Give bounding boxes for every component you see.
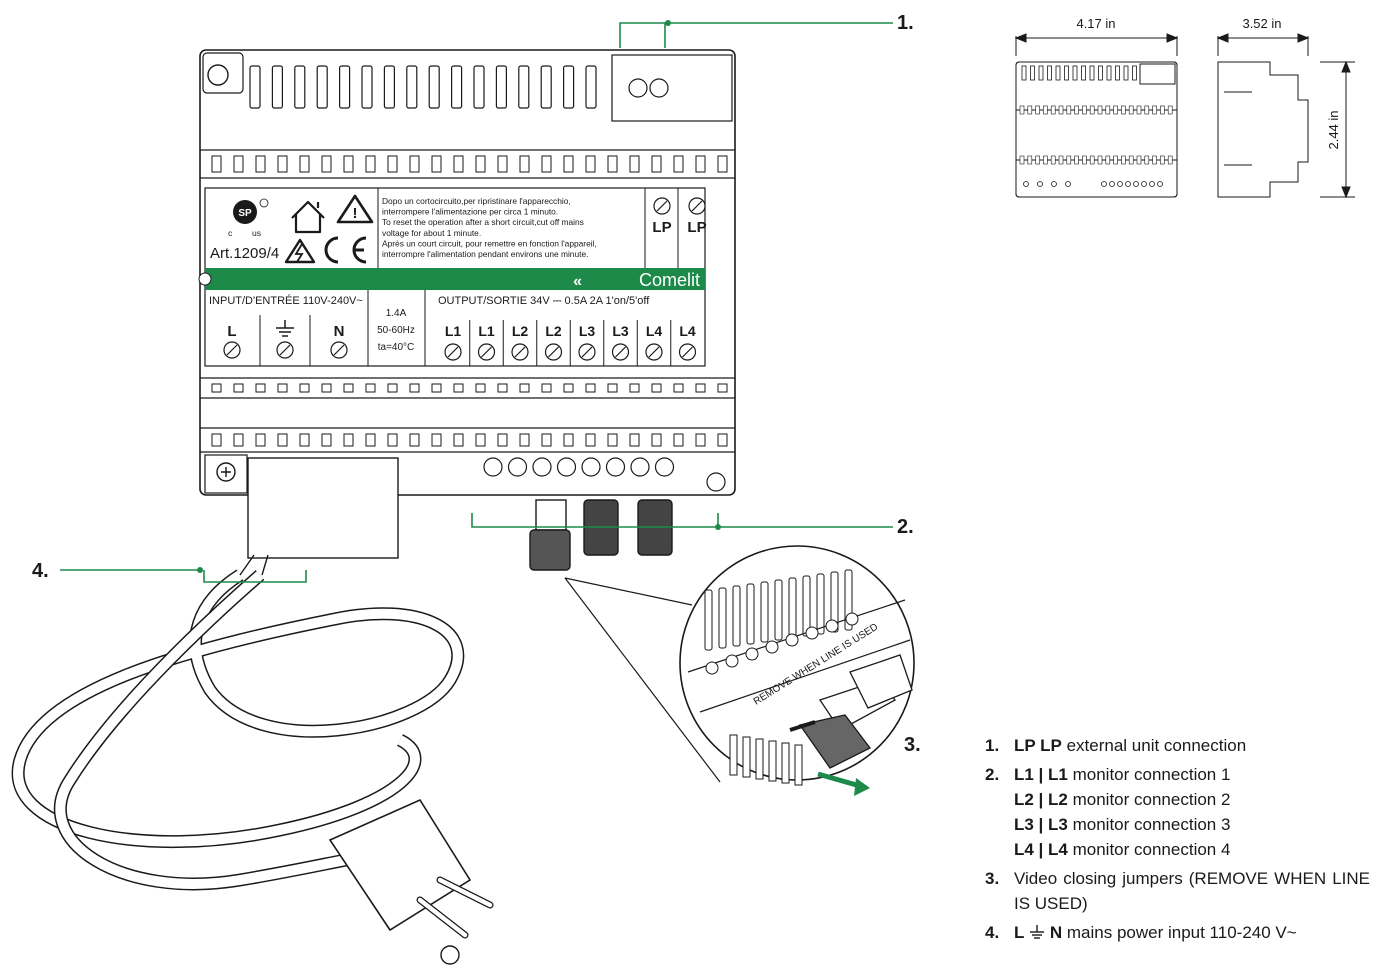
cert-c-text: c [228,228,233,238]
lp-screw-1 [653,197,671,215]
warning-icon [336,194,374,224]
svg-text:interrompere l'alimentazione p: interrompere l'alimentazione per circa 1… [382,207,558,217]
brand-logo-icon: « [573,273,582,290]
output-terminal-label: L1 [478,323,495,339]
legend-number: 1. [985,736,1000,755]
callout-2: 2. [897,516,914,538]
output-screw [477,343,496,361]
legend-text: monitor connection 1 [1067,765,1231,784]
legend-item-4: 4. L N mains power input 110-240 V~ [985,920,1370,945]
input-terminal-n: N [334,323,345,340]
legend-text: monitor connection 4 [1067,840,1231,859]
lp-screw-2 [688,197,706,215]
legend-text: monitor connection 3 [1067,815,1231,834]
callout-3: 3. [904,734,921,756]
callout-1: 1. [897,12,914,34]
output-terminal-label: L4 [679,323,696,339]
output-terminal-label: L3 [579,323,596,339]
lp-terminal-label-1: LP [652,219,671,236]
input-terminal-l: L [227,323,236,340]
svg-text:To reset the operation after a: To reset the operation after a short cir… [382,217,584,227]
legend: 1. LP LP external unit connection 2. L1 … [985,733,1370,949]
spec-current: 1.4A [386,308,407,319]
output-terminal-label: L3 [612,323,629,339]
ground-icon [276,320,294,337]
output-screw [611,343,630,361]
legend-bold: L4 | L4 [1014,840,1068,859]
legend-number: 4. [985,923,1000,942]
output-screw [645,343,663,361]
ce-mark-icon [324,236,367,264]
depth-dimension: 3.52 in [1242,16,1281,31]
svg-text:Dopo un cortocircuito,per ripr: Dopo un cortocircuito,per ripristinare l… [382,196,571,206]
din-rail-ribs [200,149,735,453]
spec-temperature: ta=40°C [378,342,415,353]
input-screw-l [223,341,241,359]
front-view-vents [1019,65,1173,187]
legend-text: Video closing jumpers (REMOVE WHEN LINE … [1014,869,1370,913]
output-terminal-label: L4 [646,323,663,339]
svg-text:voltage for about 1 minute.: voltage for about 1 minute. [382,228,481,238]
svg-text:SP: SP [238,208,252,219]
output-screw [544,343,563,361]
jumpers [529,499,673,571]
indoor-use-icon [291,200,325,234]
legend-item-2: 2. L1 | L1 monitor connection 1 L2 | L2 … [985,762,1370,862]
output-label: OUTPUT/SORTIE 34V ⎓ 0.5A 2A 1'on/5'off [438,295,650,307]
lp-terminal-label-2: LP [687,219,706,236]
power-plug [328,798,494,965]
spec-frequency: 50-60Hz [377,325,415,336]
input-label: INPUT/D'ENTRÉE 110V-240V~ [209,294,363,307]
legend-text: mains power input 110-240 V~ [1066,923,1297,942]
legend-bold: L2 | L2 [1014,790,1068,809]
legend-number: 3. [985,869,1000,888]
legend-item-1: 1. LP LP external unit connection [985,733,1370,758]
output-screw [578,343,596,361]
output-screw [678,343,697,361]
dimension-drawings [1014,33,1355,199]
legend-bold: LP LP [1014,736,1062,755]
legend-bold: L1 | L1 [1014,765,1068,784]
legend-bold: N [1049,923,1063,942]
legend-text: monitor connection 2 [1067,790,1231,809]
height-dimension: 2.44 in [1326,110,1341,149]
output-screw [511,343,529,361]
svg-text:Après un court circuit, pour r: Après un court circuit, pour remettre en… [382,238,597,248]
legend-number: 2. [985,765,1000,784]
power-cord [11,554,465,891]
width-dimension: 4.17 in [1076,16,1115,31]
cert-us-text: us [252,228,261,238]
callout-4: 4. [32,560,49,582]
legend-text: external unit connection [1061,736,1247,755]
ground-icon [1030,925,1045,939]
output-screw [444,343,462,361]
power-supply-unit: SP c us ! Art.1209/4 Dopo un cortocircui… [198,49,736,559]
input-screw-n [330,341,348,359]
svg-text:interrompre l'alimentation pen: interrompre l'alimentation pendant envir… [382,249,588,259]
brand-band [205,268,705,290]
callout-lines [60,22,893,583]
high-voltage-icon [284,238,316,264]
legend-bold: L [1014,923,1025,942]
output-terminal-block: L1 L1 L2 L2 L3 L3 L4 L4 [444,320,697,366]
svg-text:!: ! [353,205,358,222]
legend-bold: L3 | L3 [1014,815,1068,834]
input-screw-ground [276,341,294,359]
output-terminal-label: L1 [445,323,462,339]
brand-logo: Comelit [639,270,700,290]
csa-certification-icon: SP [233,198,269,224]
output-terminal-label: L2 [512,323,529,339]
article-number: Art.1209/4 [210,245,279,262]
legend-item-3: 3. Video closing jumpers (REMOVE WHEN LI… [985,866,1370,916]
output-terminal-label: L2 [545,323,562,339]
reset-notice-text: Dopo un cortocircuito,per ripristinare l… [382,196,597,259]
jumper-detail-zoom: REMOVE WHEN LINE IS USED [679,545,915,796]
